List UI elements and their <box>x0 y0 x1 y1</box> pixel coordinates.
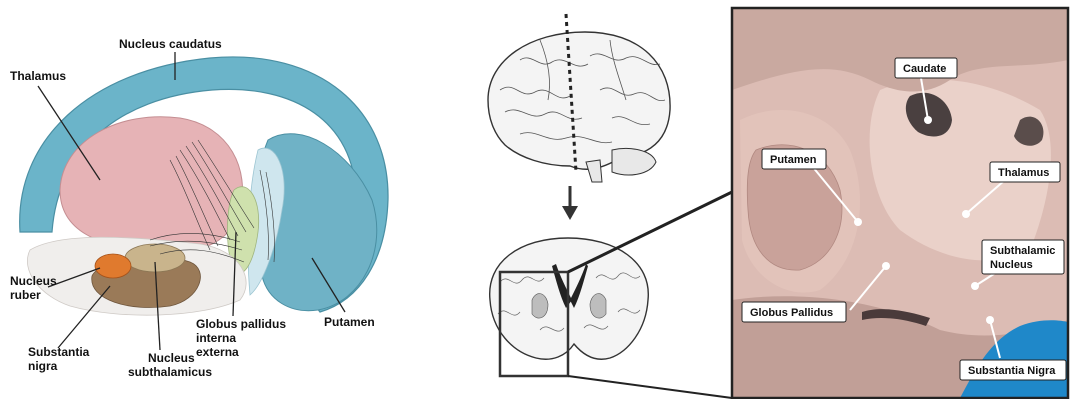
label-substantia-nigra-line1: Substantia <box>28 345 90 359</box>
brain-side-view-icon <box>488 32 670 182</box>
connector-line-top <box>568 192 732 272</box>
label-putamen-photo: Putamen <box>770 154 817 166</box>
connector-line-bottom <box>568 376 732 398</box>
label-nucleus-ruber-line1: Nucleus <box>10 274 57 288</box>
label-subthalamic-line2: Nucleus <box>990 259 1033 271</box>
label-putamen: Putamen <box>324 315 375 329</box>
label-globus-pallidus-photo: Globus Pallidus <box>750 307 833 319</box>
down-arrow-icon <box>562 186 578 220</box>
label-nucleus-subthalamicus-line2: subthalamicus <box>128 365 212 379</box>
label-caudate: Caudate <box>903 63 946 75</box>
label-globus-pallidus-line2: interna <box>196 331 236 345</box>
label-thalamus: Thalamus <box>10 69 66 83</box>
nucleus-ruber-shape <box>95 254 131 278</box>
label-nucleus-caudatus: Nucleus caudatus <box>119 37 222 51</box>
label-globus-pallidus-line3: externa <box>196 345 239 359</box>
label-subthalamic-line1: Subthalamic <box>990 245 1055 257</box>
label-thalamus-photo: Thalamus <box>998 167 1049 179</box>
label-nucleus-ruber-line2: ruber <box>10 288 41 302</box>
label-substantia-nigra-line2: nigra <box>28 359 58 373</box>
label-globus-pallidus-line1: Globus pallidus <box>196 317 286 331</box>
label-substantia-nigra-photo: Substantia Nigra <box>968 365 1056 377</box>
label-nucleus-subthalamicus-line1: Nucleus <box>148 351 195 365</box>
left-anatomy-diagram <box>20 57 388 315</box>
coronal-section-icon <box>490 238 649 376</box>
